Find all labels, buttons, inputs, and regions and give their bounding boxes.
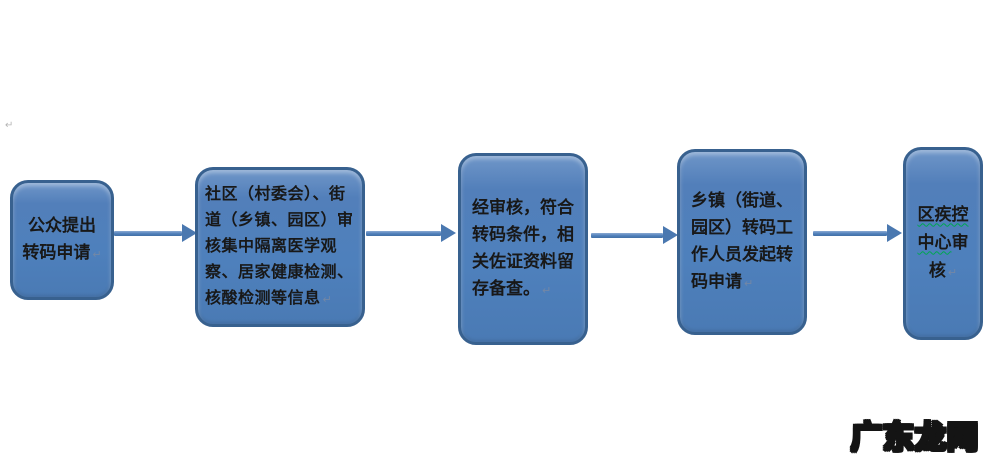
step-text-line: 园区）转码工 [691,217,793,237]
step-text-line: 转码申请↵ [22,242,102,262]
arrow-head-icon [887,224,902,242]
step-text-line: 察、居家健康检测、 [205,263,354,281]
arrow-head-icon [663,226,678,244]
step-text-line: 码申请↵ [691,271,754,291]
step-text-line: 乡镇（街道、 [691,190,793,210]
arrow-shaft [813,230,887,236]
arrow-head-icon [441,224,456,242]
flow-step-public-application: 公众提出 转码申请↵ [10,180,114,300]
step-text: 社区（村委会）、街 道（乡镇、园区）审 核集中隔离医学观 察、居家健康检测、 核… [205,182,355,313]
step-text: 乡镇（街道、 园区）转码工 作人员发起转 码申请↵ [691,187,793,298]
step-text-line: 作人员发起转 [691,244,793,264]
flow-step-audit-pass: 经审核，符合 转码条件，相 关佐证资料留 存备查。↵ [458,153,588,345]
step-text-line: 区疾控 [906,201,980,229]
return-mark: ↵ [947,266,958,279]
arrow-shaft [591,232,663,238]
return-mark: ↵ [744,277,754,290]
step-text: 公众提出 转码申请↵ [13,212,111,269]
flow-step-community-review: 社区（村委会）、街 道（乡镇、园区）审 核集中隔离医学观 察、居家健康检测、 核… [195,167,365,327]
step-text-line: 转码条件，相 [472,224,574,244]
flow-arrow-1 [114,224,197,242]
flow-arrow-4 [813,224,902,242]
arrow-shaft [114,230,182,236]
step-text: 区疾控 中心审 核↵ [906,201,980,287]
flow-step-staff-initiate: 乡镇（街道、 园区）转码工 作人员发起转 码申请↵ [677,149,807,335]
step-text-line: 存备查。↵ [472,278,552,298]
step-text-line: 社区（村委会）、街 [205,185,346,203]
watermark: 广东龙网 [850,419,979,456]
arrow-head-icon [182,224,197,242]
flow-arrow-3 [591,226,678,244]
flow-arrow-2 [366,224,456,242]
return-mark: ↵ [542,284,552,297]
paragraph-return-mark: ↵ [5,120,14,131]
step-text-line: 经审核，符合 [472,197,574,217]
step-text: 经审核，符合 转码条件，相 关佐证资料留 存备查。↵ [472,194,574,305]
step-text-line: 关佐证资料留 [472,251,574,271]
step-text-line: 核↵ [928,260,958,280]
step-text-line: 中心审 [917,232,969,252]
spellcheck-underlined-text: 中心 [917,232,952,252]
flow-step-cdc-review: 区疾控 中心审 核↵ [903,147,983,340]
arrow-shaft [366,230,441,236]
step-text-line: 核酸检测等信息↵ [205,289,333,307]
step-text-line: 核集中隔离医学观 [205,237,338,255]
step-text-line: 道（乡镇、园区）审 [205,211,354,229]
return-mark: ↵ [322,293,333,306]
return-mark: ↵ [92,248,102,261]
step-text-line: 公众提出 [28,215,96,235]
spellcheck-underlined-text: 区疾控 [917,204,969,224]
